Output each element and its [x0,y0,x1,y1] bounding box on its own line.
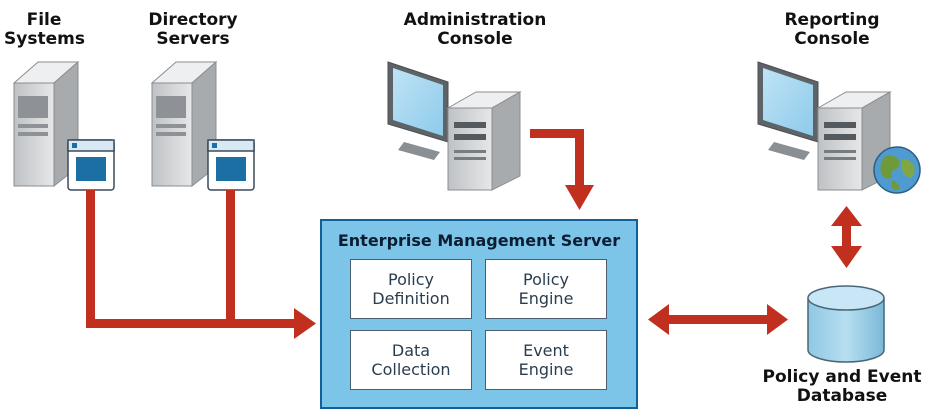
file-systems-label: File Systems [4,10,85,49]
admin-arrowhead [565,185,594,210]
module-policy-engine: Policy Engine [485,259,607,319]
server-title: Enterprise Management Server [337,231,621,250]
shared-arrowhead [294,308,316,339]
db-arrowhead-right [767,304,788,335]
enterprise-management-server: Enterprise Management Server Policy Defi… [320,219,638,409]
module-data-collection: Data Collection [350,330,472,390]
report-arrow-line [842,224,851,248]
report-arrowhead-down [831,246,862,268]
globe-icon [873,146,921,194]
admin-console-icon [387,61,522,191]
file-system-agent-icon [67,139,115,191]
directory-servers-label: Directory Servers [148,10,238,49]
db-arrowhead-left [648,304,669,335]
reporting-console-icon [757,61,892,191]
admin-arrow-line [530,129,584,186]
file-system-server-icon [12,60,80,188]
db-arrow-line [667,315,769,324]
database-icon [807,285,885,363]
module-event-engine: Event Engine [485,330,607,390]
admin-console-label: Administration Console [403,10,547,49]
directory-agent-icon [207,139,255,191]
directory-server-icon [150,60,218,188]
shared-arrow-line [86,319,296,328]
arrows [86,129,862,339]
file-system-arrow-line [86,190,95,328]
directory-arrow-line [226,190,235,328]
module-policy-definition: Policy Definition [350,259,472,319]
report-arrowhead-up [831,206,862,226]
reporting-console-label: Reporting Console [784,10,880,49]
database-label: Policy and Event Database [762,367,922,406]
